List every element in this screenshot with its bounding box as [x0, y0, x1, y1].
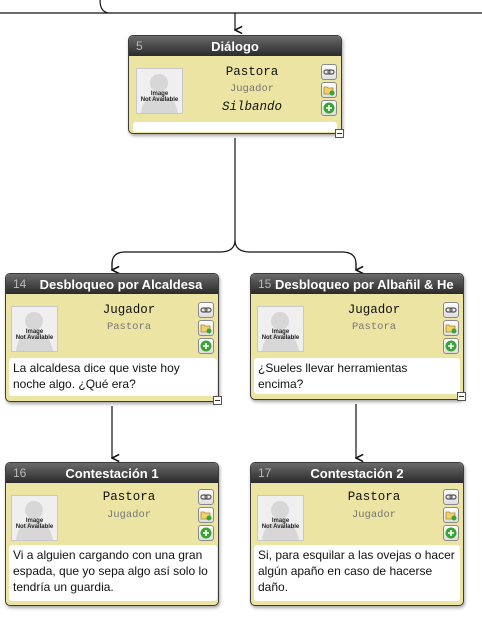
add-button[interactable] — [443, 525, 459, 541]
link-icon — [200, 307, 212, 313]
node-header[interactable]: 15 Desbloqueo por Albañil & He — [251, 274, 463, 294]
listener-name: Pastora — [351, 321, 397, 333]
folder-add-button[interactable] — [443, 320, 459, 336]
link-icon — [323, 69, 335, 75]
link-icon — [445, 494, 457, 500]
add-icon — [445, 340, 457, 352]
add-button[interactable] — [198, 338, 214, 354]
folder-add-button[interactable] — [443, 507, 459, 523]
node-id: 17 — [258, 466, 272, 480]
node-id: 14 — [13, 277, 27, 291]
node-title: Contestación 1 — [65, 466, 159, 481]
folder-add-icon — [445, 324, 457, 334]
connector-branch — [111, 138, 357, 270]
add-icon — [200, 527, 212, 539]
folder-add-icon — [200, 511, 212, 521]
node-title: Desbloqueo por Albañil & He — [275, 277, 454, 292]
add-icon — [200, 340, 212, 352]
link-icon — [200, 494, 212, 500]
speaker-name: Pastora — [102, 490, 156, 504]
dialog-text[interactable]: Vi a alguien cargando con una gran espad… — [9, 545, 217, 601]
speaker-name: Jugador — [102, 303, 156, 317]
link-button[interactable] — [198, 302, 214, 318]
node-title: Contestación 2 — [310, 466, 404, 481]
add-button[interactable] — [443, 338, 459, 354]
add-button[interactable] — [198, 525, 214, 541]
folder-add-icon — [323, 86, 335, 96]
add-icon — [445, 527, 457, 539]
mood-label: Silbando — [221, 100, 282, 114]
node-title: Desbloqueo por Alcaldesa — [39, 277, 203, 292]
node-title: Diálogo — [211, 39, 259, 54]
folder-add-button[interactable] — [198, 320, 214, 336]
dialog-text[interactable]: ¿Sueles llevar herramientas encima? — [254, 358, 460, 394]
dialog-text[interactable] — [133, 122, 337, 132]
speaker-name: Pastora — [347, 490, 401, 504]
listener-name: Jugador — [229, 83, 275, 95]
node-id: 5 — [136, 39, 143, 53]
link-button[interactable] — [443, 489, 459, 505]
node-header[interactable]: 16 Contestación 1 — [6, 463, 218, 483]
link-button[interactable] — [198, 489, 214, 505]
add-button[interactable] — [321, 100, 337, 116]
node-header[interactable]: 5 Diálogo — [129, 36, 341, 56]
link-button[interactable] — [443, 302, 459, 318]
link-icon — [445, 307, 457, 313]
folder-add-icon — [445, 511, 457, 521]
speaker-name: Jugador — [347, 303, 401, 317]
node-id: 15 — [258, 277, 272, 291]
folder-add-icon — [200, 324, 212, 334]
folder-add-button[interactable] — [321, 82, 337, 98]
collapse-icon[interactable] — [213, 396, 222, 405]
speaker-name: Pastora — [225, 65, 279, 79]
listener-name: Jugador — [106, 509, 152, 521]
collapse-icon[interactable] — [457, 392, 466, 401]
folder-add-button[interactable] — [198, 507, 214, 523]
dialog-text[interactable]: Si, para esquilar a las ovejas o hacer a… — [254, 545, 460, 601]
node-header[interactable]: 14 Desbloqueo por Alcaldesa — [6, 274, 218, 294]
listener-name: Pastora — [106, 321, 152, 333]
add-icon — [323, 102, 335, 114]
link-button[interactable] — [321, 64, 337, 80]
dialog-text[interactable]: La alcaldesa dice que viste hoy noche al… — [9, 358, 217, 396]
node-id: 16 — [13, 466, 27, 480]
listener-name: Jugador — [351, 509, 397, 521]
node-header[interactable]: 17 Contestación 2 — [251, 463, 463, 483]
collapse-icon[interactable] — [335, 129, 344, 138]
connector-top — [0, 0, 482, 30]
